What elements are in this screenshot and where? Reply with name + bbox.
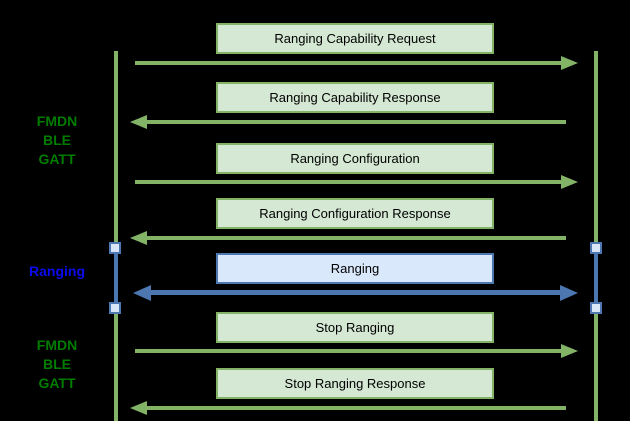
message-box-ranging: Ranging <box>216 253 494 284</box>
arrowhead-right-icon <box>561 344 578 358</box>
ranging-bidirectional-arrow <box>133 285 578 301</box>
lifeline-right <box>594 51 598 421</box>
arrow-shaft <box>144 406 566 410</box>
message-box-ranging-configuration-response: Ranging Configuration Response <box>216 198 494 229</box>
arrowhead-left-icon <box>130 401 147 415</box>
phase-label-fmdn-ble-gatt-bottom: FMDN BLE GATT <box>2 336 112 393</box>
message-box-ranging-configuration: Ranging Configuration <box>216 143 494 174</box>
phase-label-line: BLE <box>43 356 71 372</box>
message-box-ranging-capability-response: Ranging Capability Response <box>216 82 494 113</box>
arrowhead-right-icon <box>561 175 578 189</box>
arrowhead-right-icon <box>561 56 578 70</box>
arrow-shaft <box>135 349 564 353</box>
phase-label-ranging: Ranging <box>2 263 112 279</box>
message-box-stop-ranging: Stop Ranging <box>216 312 494 343</box>
ranging-capability-response-arrow <box>130 115 566 129</box>
activation-marker-right-bottom <box>590 302 602 314</box>
activation-marker-left-top <box>109 242 121 254</box>
arrow-shaft <box>144 236 566 240</box>
arrowhead-right-icon <box>560 285 578 301</box>
arrowhead-left-icon <box>130 231 147 245</box>
activation-marker-left-bottom <box>109 302 121 314</box>
ranging-configuration-arrow <box>135 175 578 189</box>
phase-label-line: GATT <box>38 151 76 167</box>
arrowhead-left-icon <box>133 285 151 301</box>
arrow-shaft <box>148 290 563 295</box>
phase-label-line: FMDN <box>36 337 78 353</box>
activation-marker-right-top <box>590 242 602 254</box>
lifeline-left-ranging-segment <box>114 254 118 302</box>
lifeline-left <box>114 51 118 421</box>
arrowhead-left-icon <box>130 115 147 129</box>
phase-label-line: GATT <box>38 375 76 391</box>
stop-ranging-response-arrow <box>130 401 566 415</box>
arrow-shaft <box>135 61 564 65</box>
message-box-stop-ranging-response: Stop Ranging Response <box>216 368 494 399</box>
arrow-shaft <box>135 180 564 184</box>
phase-label-line: Ranging <box>29 263 85 279</box>
phase-label-line: FMDN <box>36 113 78 129</box>
message-box-ranging-capability-request: Ranging Capability Request <box>216 23 494 54</box>
stop-ranging-arrow <box>135 344 578 358</box>
phase-label-fmdn-ble-gatt-top: FMDN BLE GATT <box>2 112 112 169</box>
phase-label-line: BLE <box>43 132 71 148</box>
arrow-shaft <box>144 120 566 124</box>
lifeline-right-ranging-segment <box>594 254 598 302</box>
ranging-capability-request-arrow <box>135 56 578 70</box>
ranging-configuration-response-arrow <box>130 231 566 245</box>
